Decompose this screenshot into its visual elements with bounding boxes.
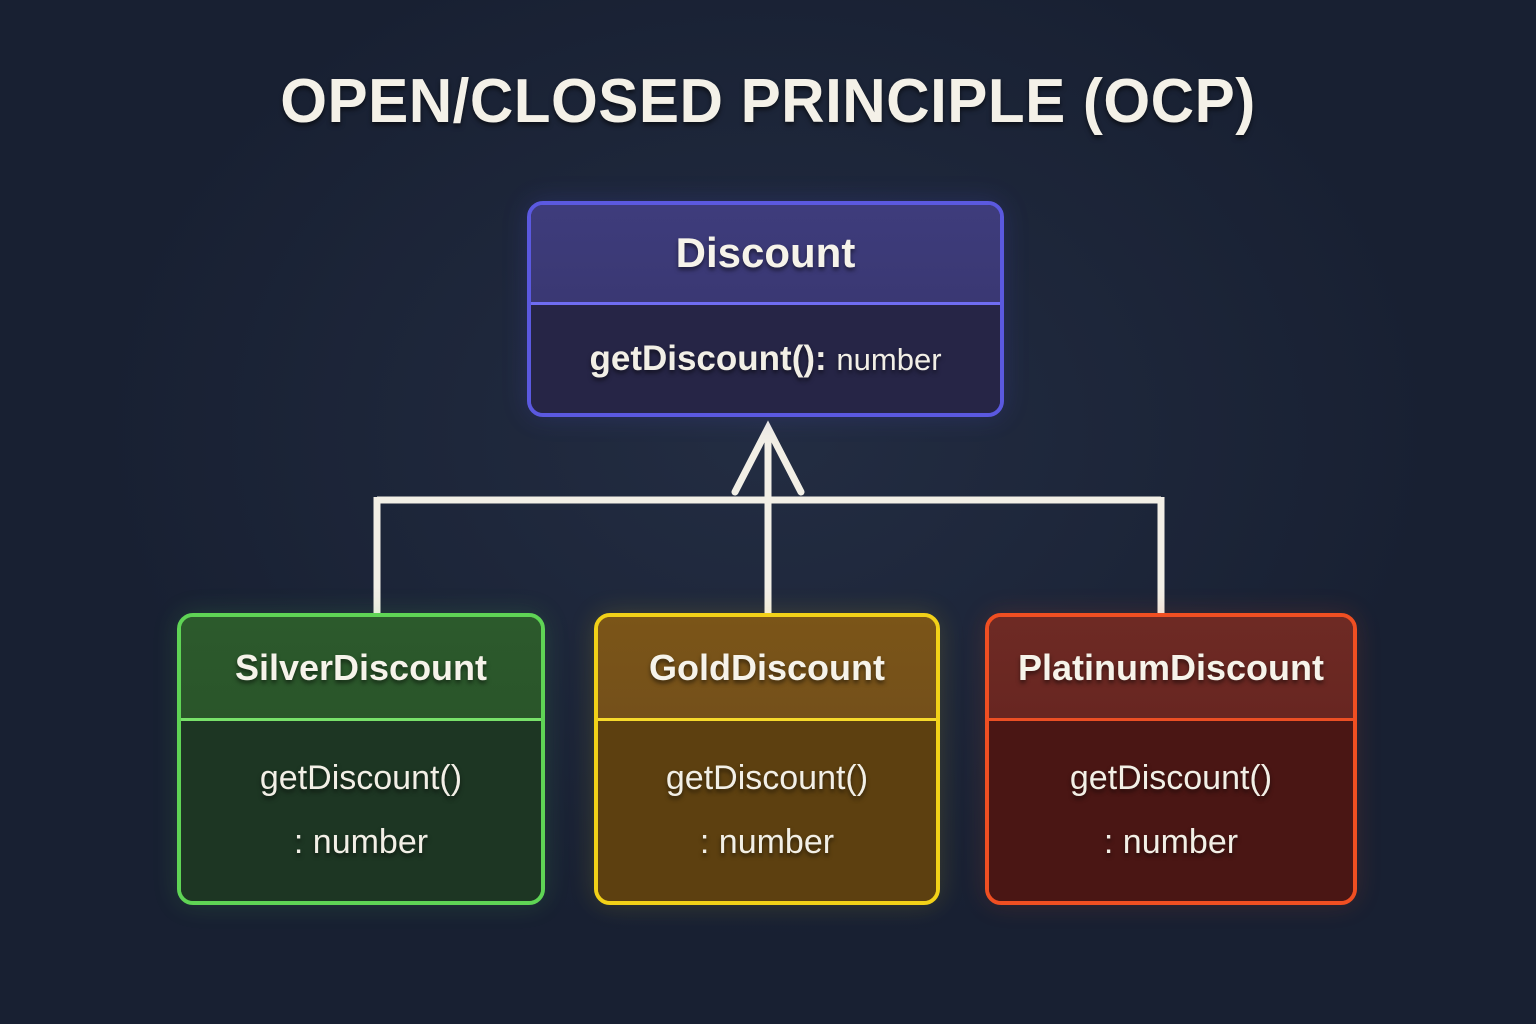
class-body-golddiscount: getDiscount() : number <box>598 721 936 901</box>
class-body-platinumdiscount: getDiscount() : number <box>989 721 1353 901</box>
class-method-platinumdiscount: getDiscount() : number <box>1070 756 1272 866</box>
class-box-discount[interactable]: Discount getDiscount(): number <box>527 201 1004 417</box>
class-method-silverdiscount: getDiscount() : number <box>260 756 462 866</box>
method-return-type-silverdiscount: : number <box>293 823 429 861</box>
class-name-discount: Discount <box>675 229 856 277</box>
method-signature-golddiscount: getDiscount() <box>665 759 869 798</box>
class-body-silverdiscount: getDiscount() : number <box>181 721 541 901</box>
method-signature-discount: getDiscount(): <box>589 339 827 379</box>
method-signature-platinumdiscount: getDiscount() <box>1069 759 1273 798</box>
generalization-arrowhead <box>731 420 805 496</box>
class-method-discount: getDiscount(): number <box>589 335 941 382</box>
class-method-golddiscount: getDiscount() : number <box>666 756 868 866</box>
class-header-platinumdiscount: PlatinumDiscount <box>989 617 1353 721</box>
page-title: OPEN/CLOSED PRINCIPLE (OCP) <box>280 67 1256 136</box>
class-box-platinumdiscount[interactable]: PlatinumDiscount getDiscount() : number <box>985 613 1357 905</box>
class-body-discount: getDiscount(): number <box>531 305 1000 413</box>
class-header-discount: Discount <box>531 205 1000 305</box>
class-name-golddiscount: GoldDiscount <box>649 646 885 688</box>
method-return-type-golddiscount: : number <box>699 823 835 861</box>
method-return-type-platinumdiscount: : number <box>1103 823 1239 861</box>
class-name-silverdiscount: SilverDiscount <box>234 646 488 688</box>
class-box-silverdiscount[interactable]: SilverDiscount getDiscount() : number <box>177 613 545 905</box>
class-header-golddiscount: GoldDiscount <box>598 617 936 721</box>
method-return-type-discount: number <box>836 342 942 378</box>
class-box-golddiscount[interactable]: GoldDiscount getDiscount() : number <box>594 613 940 905</box>
class-header-silverdiscount: SilverDiscount <box>181 617 541 721</box>
method-signature-silverdiscount: getDiscount() <box>259 759 463 798</box>
class-name-platinumdiscount: PlatinumDiscount <box>1017 646 1325 688</box>
